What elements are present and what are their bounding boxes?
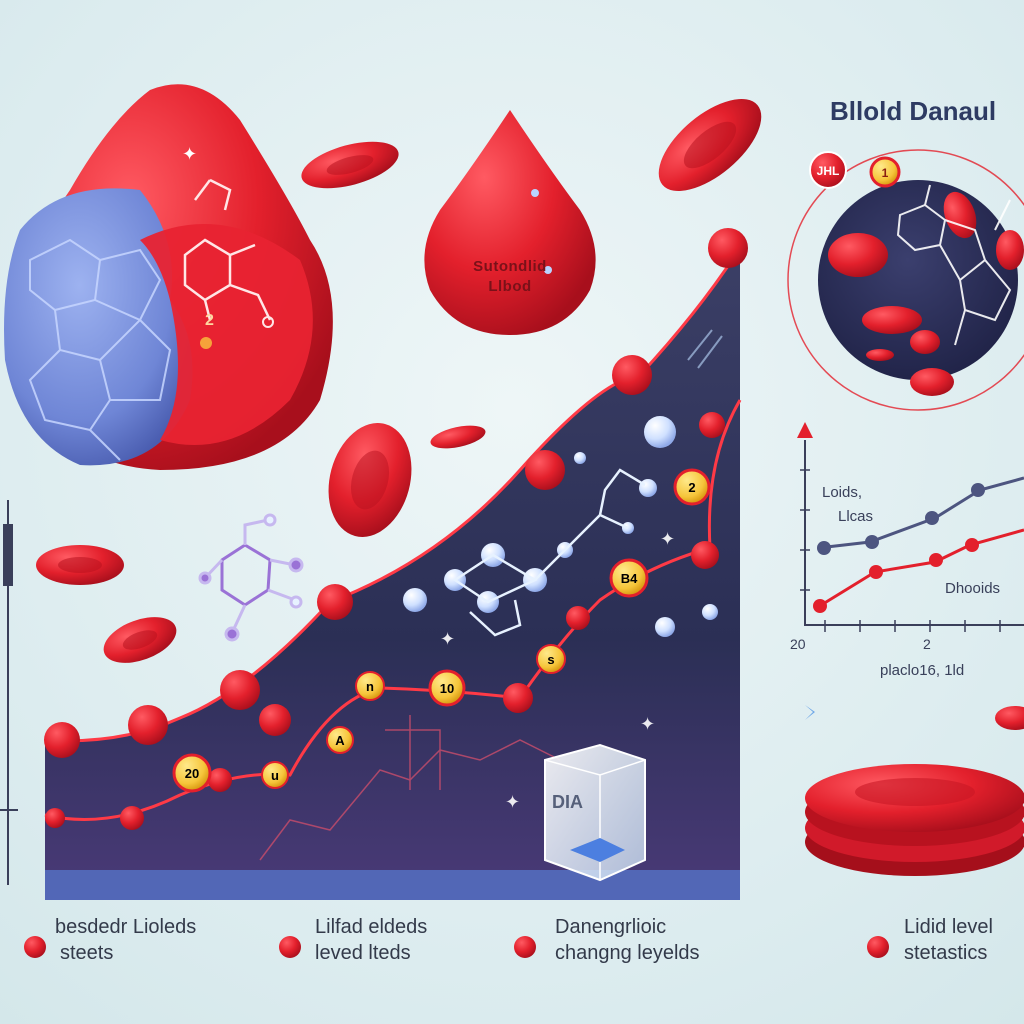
- main-area-chart: 20 u A n 10 s B4 2 ✦ ✦ ✦ ✦ DIA: [44, 228, 748, 900]
- mini-chart-series-label: Loids,: [822, 484, 863, 501]
- svg-text:✦: ✦: [660, 529, 675, 550]
- svg-text:u: u: [271, 768, 279, 783]
- svg-text:10: 10: [440, 681, 454, 696]
- legend-item-3-line1: Danengrlioic: [555, 916, 667, 938]
- svg-text:s: s: [547, 652, 554, 667]
- mini-chart-tick: 20: [790, 636, 806, 652]
- legend-item-4-line2: stetastics: [904, 942, 988, 964]
- svg-text:n: n: [366, 679, 374, 694]
- svg-text:B4: B4: [621, 571, 638, 586]
- mini-chart-series-label: Llcas: [838, 508, 874, 525]
- molecule-icon: [198, 513, 304, 642]
- microscope-circle: JHL 1: [787, 149, 1024, 411]
- legend-item-2-line1: Lilfad eldeds: [315, 916, 428, 938]
- legend-item-1-line2: steets: [60, 942, 114, 964]
- left-scale: [0, 500, 18, 885]
- mini-line-chart: [797, 422, 1024, 632]
- legend-item-1-line1: besdedr Lioleds: [55, 916, 197, 938]
- svg-text:2: 2: [688, 480, 695, 495]
- page-title: Bllold Danaul: [830, 96, 997, 126]
- red-cell: [430, 425, 486, 449]
- molecule-number: 2: [205, 312, 214, 329]
- legend-item-2-line2: leved lteds: [315, 942, 411, 964]
- red-cell: [995, 706, 1024, 730]
- drop-label-line2: Llbod: [488, 278, 532, 295]
- legend-item-3-line2: changng leyelds: [555, 942, 700, 964]
- svg-text:✦: ✦: [182, 144, 197, 165]
- stacked-red-cells: [805, 764, 1024, 876]
- circle-badge: JHL: [817, 164, 840, 178]
- diamond-icon: [805, 705, 815, 720]
- svg-text:A: A: [335, 733, 345, 748]
- mini-chart-xlabel: placlo16, 1ld: [880, 662, 965, 679]
- data-cube: DIA: [544, 743, 646, 882]
- svg-text:✦: ✦: [640, 714, 655, 735]
- blood-drop: [424, 110, 596, 335]
- circle-badge: 1: [882, 166, 889, 180]
- chart-red-points: [44, 228, 748, 830]
- mini-chart-series-label: Dhooids: [945, 580, 1001, 597]
- drop-label-line1: Sutondlid: [473, 258, 547, 275]
- svg-text:✦: ✦: [505, 792, 520, 813]
- legend-bullets: [24, 936, 889, 958]
- svg-text:✦: ✦: [440, 629, 455, 650]
- mini-chart-tick: 2: [923, 636, 931, 652]
- chart-badges: 20 u A n 10 s B4 2: [172, 468, 711, 793]
- svg-text:20: 20: [185, 766, 199, 781]
- blood-drop-cell-illustration: 2 ✦: [4, 84, 333, 471]
- legend-item-4-line1: Lidid level: [904, 916, 993, 938]
- data-cube-label: DIA: [552, 792, 583, 812]
